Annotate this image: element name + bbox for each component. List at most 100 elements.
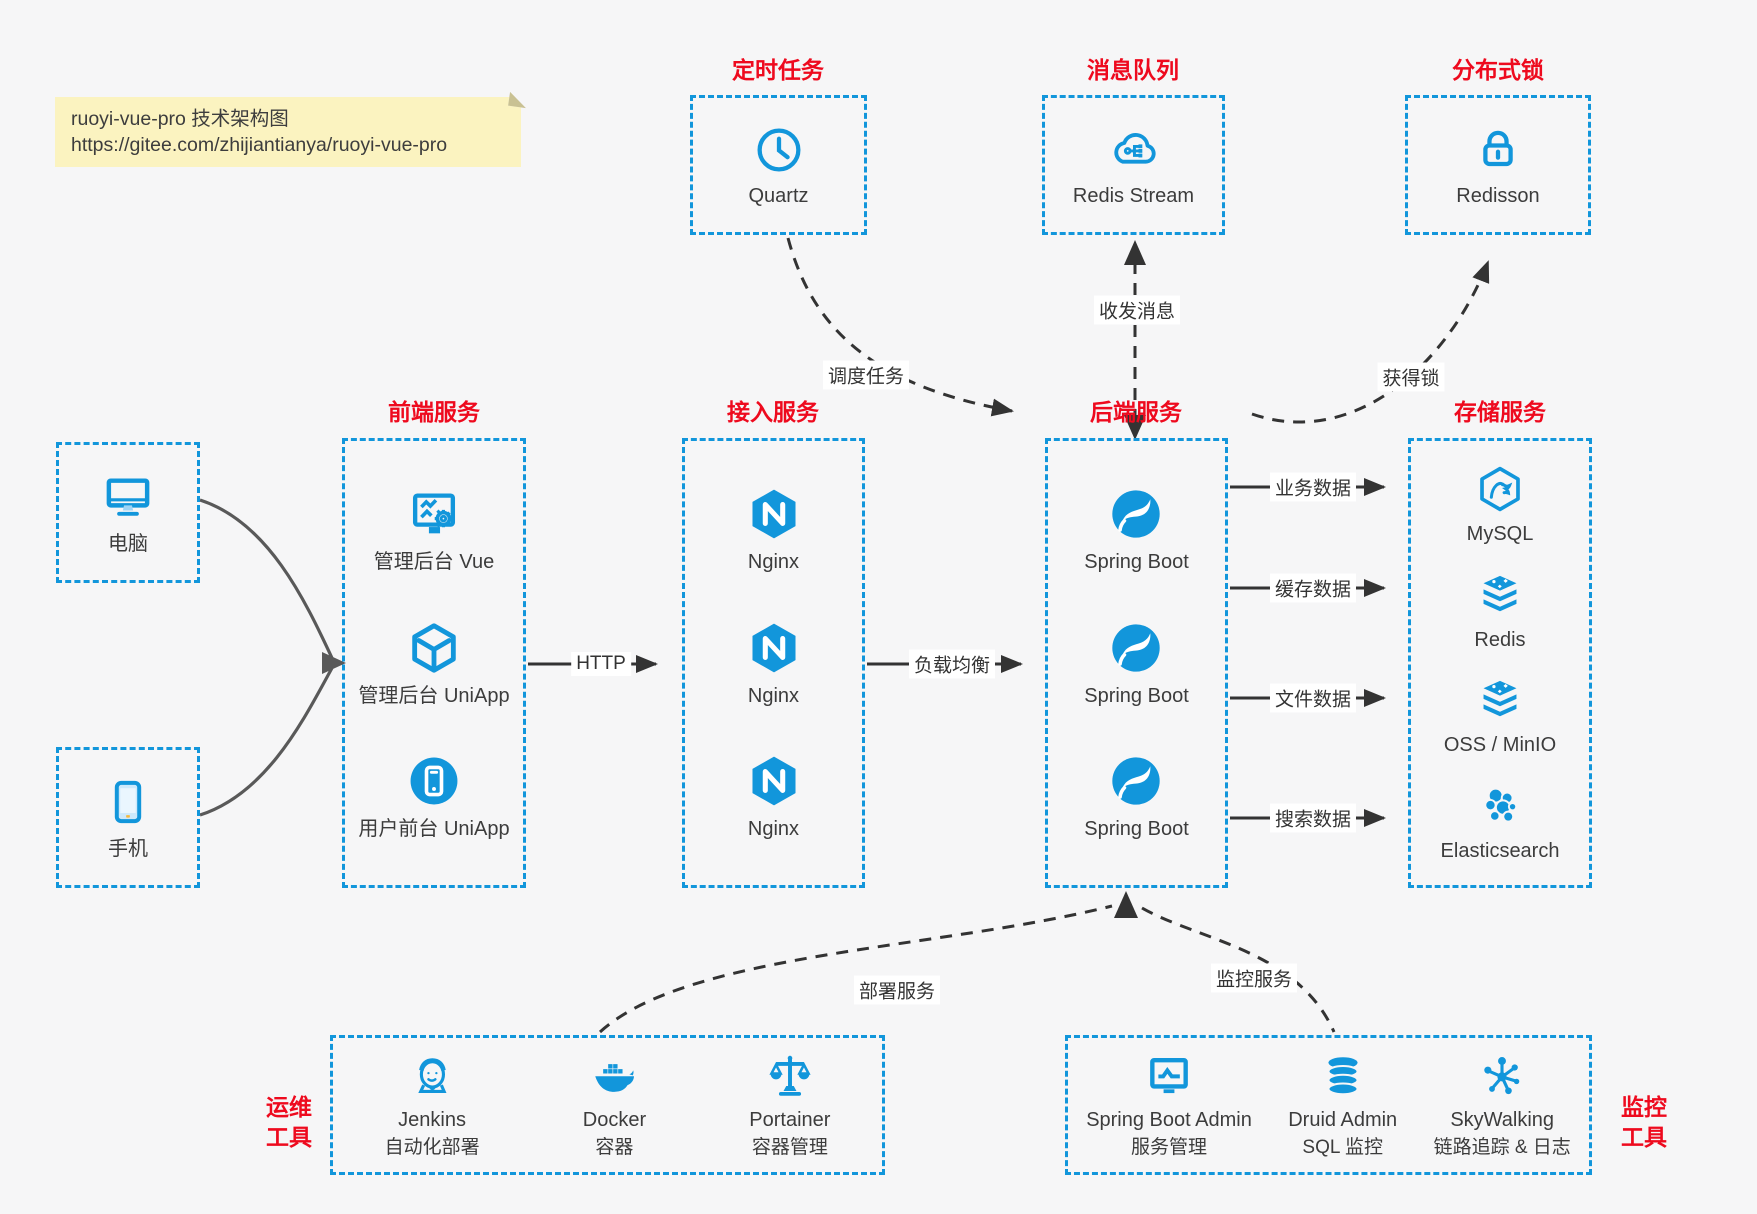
user-uniapp-label: 用户前台 UniApp [358, 817, 510, 840]
skywalking-item: SkyWalking 链路追踪 & 日志 [1434, 1051, 1571, 1159]
druid-icon [1318, 1051, 1368, 1101]
phone-to-frontend-wire [199, 667, 334, 817]
deploy-service-label: 部署服务 [853, 975, 941, 1005]
nginx-label-3: Nginx [747, 817, 800, 840]
springboot-admin-label: Spring Boot Admin [1086, 1109, 1252, 1131]
spring-boot-icon [1107, 752, 1165, 810]
jenkins-item: Jenkins 自动化部署 [385, 1051, 480, 1159]
druid-sublabel: SQL 监控 [1302, 1137, 1383, 1158]
nginx-item-2: Nginx [745, 619, 803, 708]
springboot-admin-icon [1144, 1051, 1194, 1101]
oss-minio-label: OSS / MinIO [1443, 734, 1557, 757]
phone-label: 手机 [108, 838, 148, 860]
springboot-admin-item: Spring Boot Admin 服务管理 [1086, 1051, 1252, 1159]
deploy-service-curve [598, 904, 1113, 1034]
phone-box: 手机 [56, 747, 200, 888]
uniapp-cube-icon [405, 619, 463, 677]
monitor-service-label: 监控服务 [1210, 963, 1298, 993]
http-label: HTTP [571, 652, 631, 676]
portainer-sublabel: 容器管理 [751, 1137, 828, 1158]
computer-item: 电脑 [100, 469, 156, 556]
redis-stream-label: Redis Stream [1072, 184, 1195, 207]
file-data-label: 文件数据 [1269, 683, 1357, 713]
title-monitor-tools: 监控 工具 [1621, 1092, 1667, 1152]
redisson-item: Redisson [1456, 123, 1540, 208]
user-uniapp-item: 用户前台 UniApp [358, 752, 510, 841]
title-ops-tools: 运维 工具 [266, 1092, 312, 1152]
admin-uniapp-item: 管理后台 UniApp [358, 619, 510, 708]
phone-item: 手机 [100, 774, 156, 861]
frontend-box: 管理后台 Vue 管理后台 UniApp 用户前台 UniApp [342, 438, 526, 888]
schedule-task-label: 调度任务 [822, 360, 910, 390]
nginx-label-1: Nginx [747, 551, 800, 574]
send-receive-arrowhead-top [1124, 240, 1146, 265]
clock-icon [752, 123, 806, 177]
skywalking-sublabel: 链路追踪 & 日志 [1433, 1137, 1571, 1158]
nginx-item-1: Nginx [745, 485, 803, 574]
title-storage-services: 存储服务 [1454, 399, 1546, 425]
redisson-label: Redisson [1456, 184, 1540, 207]
redis-stream-item: Redis Stream [1073, 123, 1194, 208]
jenkins-sublabel: 自动化部署 [384, 1137, 480, 1158]
springboot-item-2: Spring Boot [1084, 619, 1189, 708]
jenkins-icon [407, 1051, 457, 1101]
acquire-lock-label: 获得锁 [1377, 362, 1445, 392]
storage-box: MySQL Redis OSS / MinIO Elasticsearch [1408, 438, 1592, 888]
mysql-item: MySQL [1466, 463, 1534, 546]
nginx-icon [745, 619, 803, 677]
admin-vue-icon [405, 485, 463, 543]
druid-label: Druid Admin [1288, 1109, 1398, 1131]
acquire-lock-arrow [1251, 260, 1490, 424]
cloud-stream-icon [1107, 123, 1161, 177]
title-gateway-services: 接入服务 [727, 399, 819, 425]
springboot-label-3: Spring Boot [1084, 817, 1189, 840]
docker-label: Docker [582, 1109, 647, 1131]
ops-tools-box: Jenkins 自动化部署 Docker 容器 Portainer 容器管理 [330, 1035, 885, 1175]
mysql-icon [1474, 463, 1526, 515]
elasticsearch-label: Elasticsearch [1440, 839, 1560, 862]
desktop-icon [100, 469, 156, 525]
send-receive-label: 收发消息 [1093, 295, 1181, 325]
springboot-label-1: Spring Boot [1084, 551, 1189, 574]
deploy-service-arrowhead [1114, 891, 1138, 918]
springboot-label-2: Spring Boot [1084, 684, 1189, 707]
computer-label: 电脑 [108, 533, 148, 555]
title-monitor-tools-line2: 工具 [1621, 1124, 1667, 1150]
redisson-box: Redisson [1405, 95, 1591, 235]
spring-boot-icon [1107, 619, 1165, 677]
spring-boot-icon [1107, 485, 1165, 543]
redis-stream-box: Redis Stream [1042, 95, 1225, 235]
title-backend-services: 后端服务 [1090, 399, 1182, 425]
computer-box: 电脑 [56, 442, 200, 583]
business-data-label: 业务数据 [1269, 472, 1357, 502]
lock-icon [1471, 123, 1525, 177]
nginx-icon [745, 485, 803, 543]
monitor-tools-box: Spring Boot Admin 服务管理 Druid Admin SQL 监… [1065, 1035, 1592, 1175]
quartz-box: Quartz [690, 95, 867, 235]
portainer-icon [765, 1051, 815, 1101]
computer-to-frontend-wire [199, 498, 334, 659]
search-data-label: 搜索数据 [1269, 803, 1357, 833]
oss-minio-icon [1474, 674, 1526, 726]
springboot-item-1: Spring Boot [1084, 485, 1189, 574]
quartz-label: Quartz [748, 184, 809, 207]
sticky-note-fold [508, 91, 528, 109]
title-distributed-lock: 分布式锁 [1452, 57, 1544, 83]
backend-box: Spring Boot Spring Boot Spring Boot [1045, 438, 1228, 888]
redis-label: Redis [1474, 628, 1526, 651]
phone-icon [100, 774, 156, 830]
title-frontend-services: 前端服务 [388, 399, 480, 425]
gateway-box: Nginx Nginx Nginx [682, 438, 865, 888]
sticky-note: ruoyi-vue-pro 技术架构图 https://gitee.com/zh… [55, 91, 528, 167]
note-title: ruoyi-vue-pro 技术架构图 [71, 108, 289, 130]
portainer-label: Portainer [749, 1109, 831, 1131]
title-ops-tools-line1: 运维 [266, 1094, 312, 1120]
title-message-queue: 消息队列 [1087, 57, 1179, 83]
springboot-admin-sublabel: 服务管理 [1131, 1137, 1208, 1158]
docker-icon [589, 1051, 639, 1101]
nginx-label-2: Nginx [747, 684, 800, 707]
elasticsearch-item: Elasticsearch [1440, 780, 1560, 863]
quartz-item: Quartz [748, 123, 809, 208]
mysql-label: MySQL [1466, 523, 1534, 546]
